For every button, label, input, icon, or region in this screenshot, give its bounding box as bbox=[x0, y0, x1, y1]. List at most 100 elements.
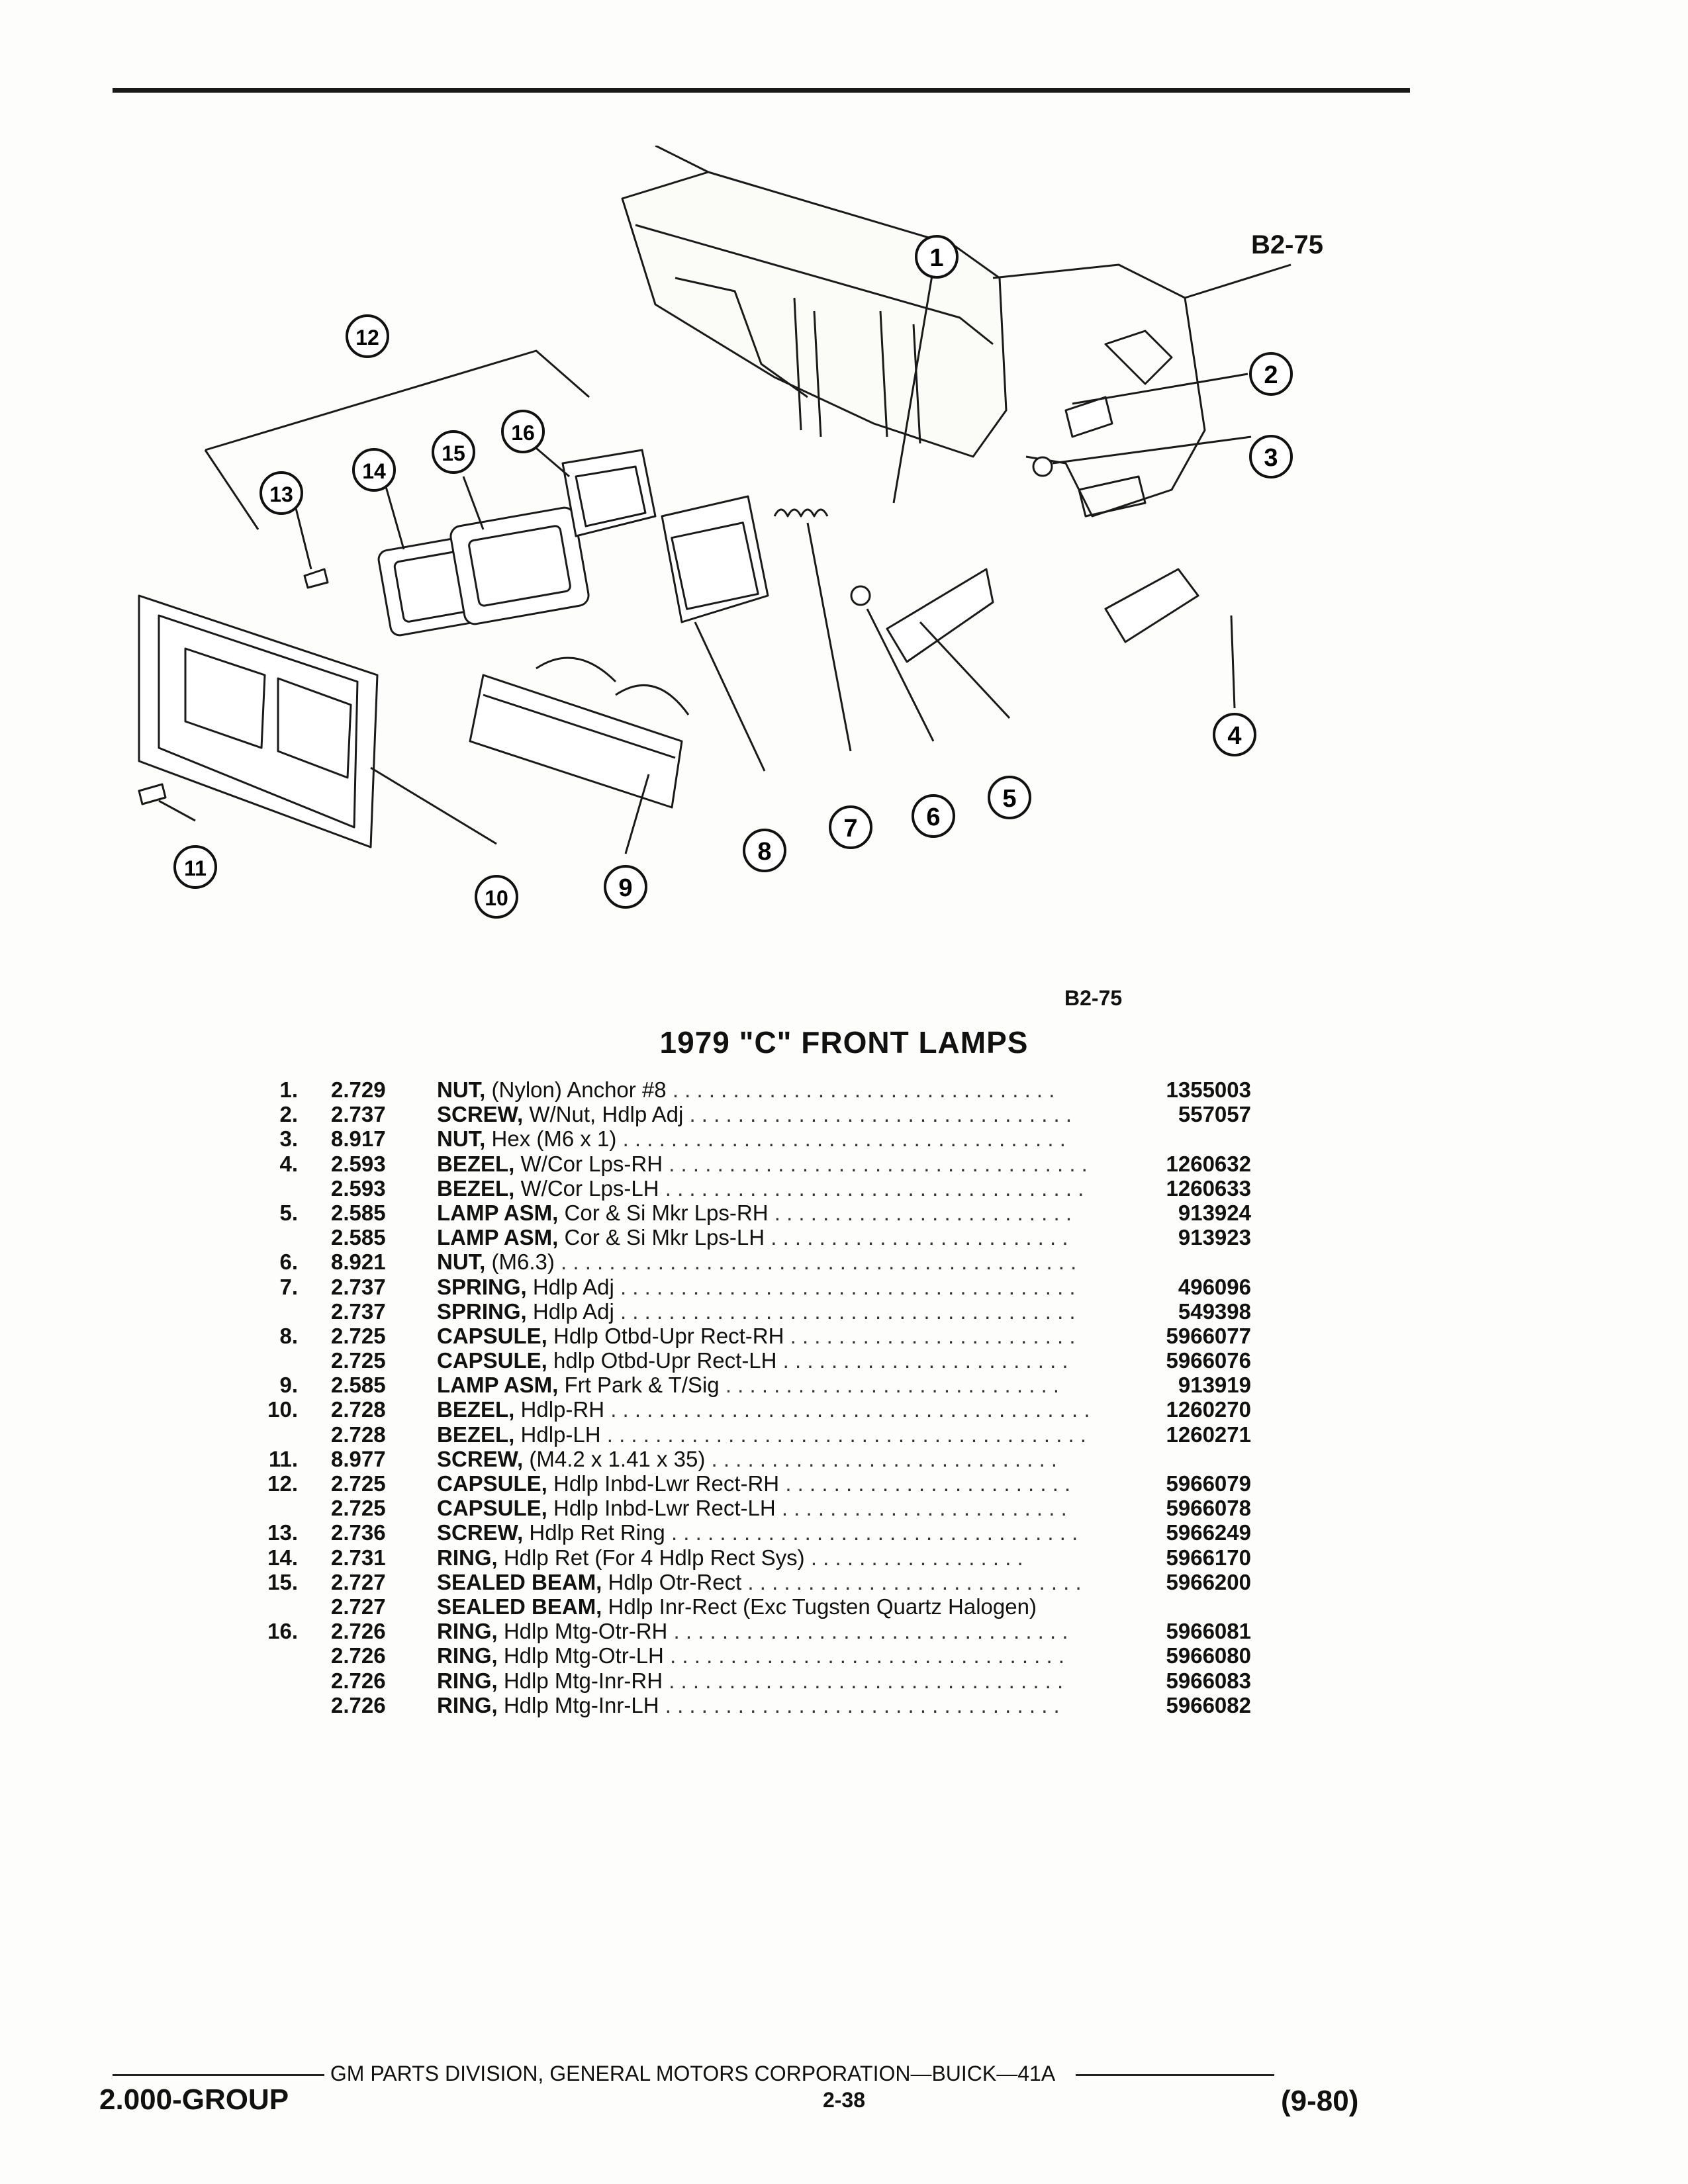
callout-6: 6 bbox=[912, 794, 955, 838]
footer-rule-right bbox=[1076, 2074, 1275, 2077]
part-number: 549398 bbox=[1178, 1298, 1251, 1324]
item-number: 8. bbox=[279, 1323, 298, 1348]
group-number: 2.593 bbox=[331, 1175, 386, 1201]
footer-group: 2.000-GROUP bbox=[99, 2083, 289, 2116]
parts-row: 2.737 SPRING, Hdlp Adj . . . . . . . . .… bbox=[218, 1299, 1251, 1324]
part-description: SEALED BEAM, Hdlp Otr-Rect . . . . . . .… bbox=[437, 1570, 1099, 1594]
item-number: 7. bbox=[279, 1274, 298, 1299]
part-name: NUT, bbox=[437, 1126, 486, 1152]
item-number: 2. bbox=[279, 1102, 298, 1127]
parts-row: 16. 2.726 RING, Hdlp Mtg-Otr-RH . . . . … bbox=[218, 1619, 1251, 1643]
parts-row: 3. 8.917 NUT, Hex (M6 x 1) . . . . . . .… bbox=[218, 1126, 1251, 1151]
part-detail: Cor & Si Mkr Lps-RH bbox=[564, 1200, 769, 1225]
parts-list: 1. 2.729 NUT, (Nylon) Anchor #8 . . . . … bbox=[218, 1077, 1251, 1717]
parts-row: 8. 2.725 CAPSULE, Hdlp Otbd-Upr Rect-RH … bbox=[218, 1324, 1251, 1348]
part-detail: (M6.3) bbox=[491, 1250, 555, 1275]
part-name: CAPSULE, bbox=[437, 1323, 547, 1348]
part-name: RING, bbox=[437, 1692, 498, 1717]
part-detail: Hdlp Mtg-Otr-RH bbox=[503, 1619, 668, 1644]
part-detail: W/Nut, Hdlp Adj bbox=[529, 1102, 684, 1127]
leader-dots: . . . . . . . . . . . . . . . . . . . . … bbox=[782, 1348, 1068, 1373]
part-number: 5966082 bbox=[1166, 1692, 1251, 1717]
part-description: SPRING, Hdlp Adj . . . . . . . . . . . .… bbox=[437, 1299, 1099, 1324]
part-description: SEALED BEAM, Hdlp Inr-Rect (Exc Tugsten … bbox=[437, 1594, 1099, 1619]
callout-3: 3 bbox=[1249, 435, 1293, 478]
part-description: LAMP ASM, Cor & Si Mkr Lps-RH . . . . . … bbox=[437, 1201, 1099, 1225]
group-number: 8.977 bbox=[331, 1446, 386, 1471]
part-name: RING, bbox=[437, 1643, 498, 1668]
callout-2: 2 bbox=[1249, 352, 1293, 396]
group-number: 2.728 bbox=[331, 1422, 386, 1447]
parts-row: 11. 8.977 SCREW, (M4.2 x 1.41 x 35) . . … bbox=[218, 1447, 1251, 1471]
item-number: 15. bbox=[267, 1569, 298, 1594]
group-number: 8.917 bbox=[331, 1126, 386, 1152]
part-number: 5966079 bbox=[1166, 1471, 1251, 1496]
group-number: 2.727 bbox=[331, 1594, 386, 1619]
part-number: 5966249 bbox=[1166, 1520, 1251, 1545]
parts-row: 13. 2.736 SCREW, Hdlp Ret Ring . . . . .… bbox=[218, 1520, 1251, 1545]
item-number: 4. bbox=[279, 1151, 298, 1176]
part-10-bezel bbox=[138, 594, 379, 848]
part-name: LAMP ASM, bbox=[437, 1225, 559, 1250]
part-2-screw bbox=[1064, 396, 1113, 438]
callout-12: 12 bbox=[346, 314, 389, 358]
part-description: CAPSULE, hdlp Otbd-Upr Rect-LH . . . . .… bbox=[437, 1348, 1099, 1373]
parts-row: 2.726 RING, Hdlp Mtg-Inr-LH . . . . . . … bbox=[218, 1693, 1251, 1717]
part-16-ring bbox=[561, 449, 657, 537]
leader-dots: . . . . . . . . . . . . . . . . . . . . … bbox=[561, 1250, 1077, 1275]
part-detail: Hdlp-RH bbox=[520, 1397, 605, 1422]
leader-dots: . . . . . . . . . . . . . . . . . . . . … bbox=[711, 1446, 1058, 1471]
part-number: 5966077 bbox=[1166, 1323, 1251, 1348]
leader-dots: . . . . . . . . . . . . . . . . . . . . … bbox=[620, 1298, 1076, 1324]
parts-row: 2.726 RING, Hdlp Mtg-Otr-LH . . . . . . … bbox=[218, 1643, 1251, 1668]
part-number: 5966170 bbox=[1166, 1545, 1251, 1570]
item-number: 6. bbox=[279, 1250, 298, 1275]
group-number: 2.727 bbox=[331, 1569, 386, 1594]
svg-text:7: 7 bbox=[843, 815, 857, 842]
svg-text:8: 8 bbox=[757, 838, 771, 866]
part-name: SEALED BEAM, bbox=[437, 1569, 602, 1594]
part-13-screw bbox=[303, 568, 329, 589]
leader-dots: . . . . . . . . . . . . . . . . . . . . … bbox=[610, 1397, 1090, 1422]
parts-row: 2.585 LAMP ASM, Cor & Si Mkr Lps-LH . . … bbox=[218, 1225, 1251, 1250]
group-number: 2.585 bbox=[331, 1373, 386, 1398]
part-name: BEZEL, bbox=[437, 1397, 515, 1422]
part-number: 1260633 bbox=[1166, 1175, 1251, 1201]
part-name: LAMP ASM, bbox=[437, 1200, 559, 1225]
part-15-sealed-beam bbox=[449, 506, 590, 625]
part-detail: Hdlp Inr-Rect (Exc Tugsten Quartz Haloge… bbox=[608, 1594, 1037, 1619]
leader-dots: . . . . . . . . . . . . . . . . . . . . … bbox=[671, 1520, 1078, 1545]
callout-16: 16 bbox=[501, 410, 545, 453]
leader-dots: . . . . . . . . . . . . . . . . . . . . … bbox=[669, 1668, 1064, 1693]
part-number: 5966078 bbox=[1166, 1496, 1251, 1521]
parts-row: 10. 2.728 BEZEL, Hdlp-RH . . . . . . . .… bbox=[218, 1397, 1251, 1422]
parts-row: 5. 2.585 LAMP ASM, Cor & Si Mkr Lps-RH .… bbox=[218, 1201, 1251, 1225]
part-detail: Cor & Si Mkr Lps-LH bbox=[564, 1225, 765, 1250]
leader-dots: . . . . . . . . . . . . . . . . . . . . … bbox=[785, 1471, 1071, 1496]
svg-text:13: 13 bbox=[269, 482, 293, 506]
part-detail: Hdlp Otr-Rect bbox=[608, 1569, 742, 1594]
svg-text:3: 3 bbox=[1264, 444, 1278, 472]
page-title: 1979 "C" FRONT LAMPS bbox=[659, 1025, 1029, 1060]
leader-dots: . . . . . . . . . . . . . . . . . . . . … bbox=[665, 1175, 1084, 1201]
item-number: 13. bbox=[267, 1520, 298, 1545]
svg-text:1: 1 bbox=[929, 244, 943, 272]
leader-dots: . . . . . . . . . . . . . . . . . . . . … bbox=[725, 1373, 1060, 1398]
part-name: NUT, bbox=[437, 1250, 486, 1275]
group-number: 2.585 bbox=[331, 1200, 386, 1225]
part-description: NUT, (M6.3) . . . . . . . . . . . . . . … bbox=[437, 1250, 1099, 1274]
item-number: 1. bbox=[279, 1077, 298, 1102]
top-rule bbox=[113, 88, 1410, 93]
footer-date: (9-80) bbox=[1281, 2085, 1359, 2117]
parts-row: 15. 2.727 SEALED BEAM, Hdlp Otr-Rect . .… bbox=[218, 1570, 1251, 1594]
callout-10: 10 bbox=[475, 875, 518, 919]
parts-row: 1. 2.729 NUT, (Nylon) Anchor #8 . . . . … bbox=[218, 1077, 1251, 1102]
callout-13: 13 bbox=[259, 471, 303, 515]
footer-rule-left bbox=[113, 2074, 324, 2077]
item-number: 16. bbox=[267, 1619, 298, 1644]
part-number: 557057 bbox=[1178, 1102, 1251, 1127]
part-detail: Hdlp Mtg-Inr-RH bbox=[503, 1668, 663, 1693]
group-number: 2.728 bbox=[331, 1397, 386, 1422]
parts-row: 2.725 CAPSULE, hdlp Otbd-Upr Rect-LH . .… bbox=[218, 1348, 1251, 1373]
leader-dots: . . . . . . . . . . . . . . . . . . bbox=[810, 1545, 1023, 1570]
